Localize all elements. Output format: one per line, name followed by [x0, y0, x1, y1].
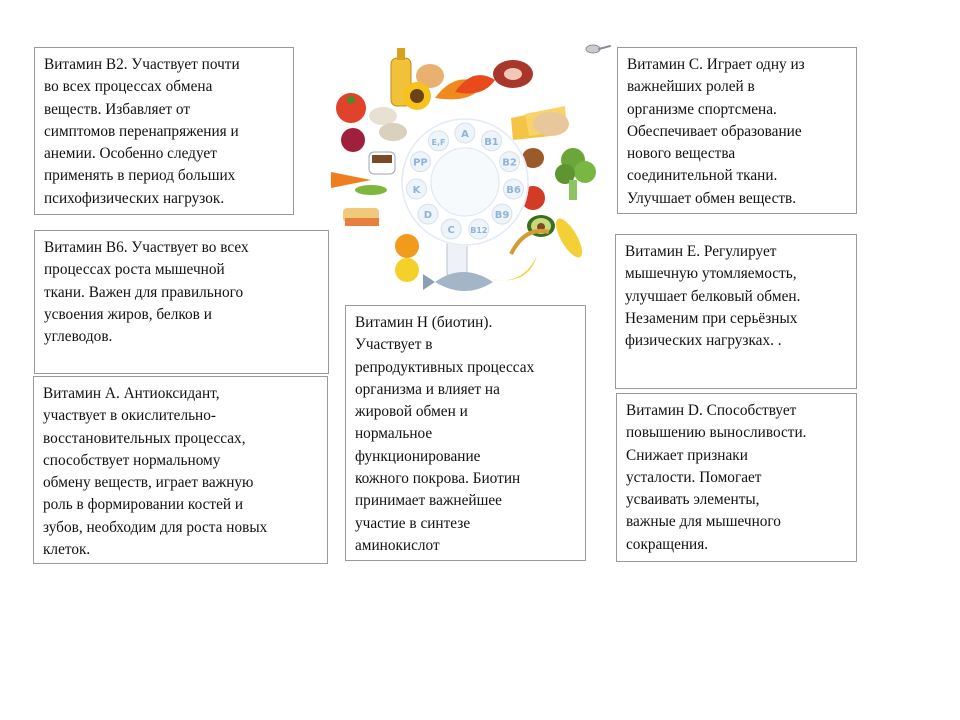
vitamin-label: D	[424, 210, 432, 221]
vitamin-e-card: Витамин Е. Регулирует мышечную утомляемо…	[615, 234, 857, 389]
vitamin-label: B12	[470, 226, 487, 235]
vitamin-label-badge	[454, 122, 476, 144]
vitamin-h-card: Витамин Н (биотин). Участвует в репродук…	[345, 305, 586, 561]
vitamin-label-badge	[428, 130, 450, 152]
nut-icon	[522, 148, 544, 168]
vitamin-label: E,F	[432, 138, 446, 147]
vitamin-label-badge	[499, 151, 521, 173]
wheat-icon	[509, 229, 550, 255]
tomato-left-icon	[336, 93, 366, 123]
mushroom-icon	[369, 107, 397, 125]
vitamin-label-badge	[417, 203, 439, 225]
vitamin-label: B2	[502, 158, 517, 169]
spoon-icon	[585, 44, 611, 54]
orange-icon	[395, 234, 419, 258]
vitamin-label-badge	[480, 130, 502, 152]
onion-icon	[416, 64, 444, 88]
vitamin-label: K	[413, 185, 422, 196]
food-ring	[331, 48, 596, 291]
vitamin-wheel-center	[430, 147, 500, 217]
carrot-icon	[331, 172, 371, 188]
pea-pod-icon	[355, 185, 387, 195]
vitamin-b2-card: Витамин В2. Участвует почти во всех проц…	[34, 47, 294, 215]
corn-icon	[556, 218, 582, 258]
vitamin-label: A	[461, 129, 469, 140]
banana-icon	[487, 256, 537, 281]
vitamin-label: B9	[495, 210, 510, 221]
vitamin-label-badge	[503, 178, 525, 200]
vitamin-label-badge	[468, 218, 490, 240]
vitamin-label-badge	[405, 178, 427, 200]
vitamin-d-card: Витамин D. Способствует повышению выносл…	[616, 393, 857, 562]
beet-icon	[341, 128, 365, 152]
vitamin-b6-card: Витамин В6. Участвует во всех процессах …	[34, 230, 329, 374]
vitamin-label: PP	[413, 158, 428, 169]
vitamin-label-badge	[409, 151, 431, 173]
vitamin-label: B1	[484, 137, 499, 148]
vitamin-a-card: Витамин А. Антиоксидант, участвует в оки…	[33, 376, 328, 564]
vitamin-label: C	[448, 225, 455, 236]
bread-icon	[533, 112, 569, 136]
vitamin-label: B6	[506, 185, 521, 196]
vitamin-c-card: Витамин С. Играет одну из важнейших роле…	[617, 47, 857, 214]
vitamin-label-badge	[491, 203, 513, 225]
vitamin-label-badge	[440, 218, 462, 240]
fish-icon	[435, 272, 493, 291]
lemon-icon	[395, 258, 419, 282]
